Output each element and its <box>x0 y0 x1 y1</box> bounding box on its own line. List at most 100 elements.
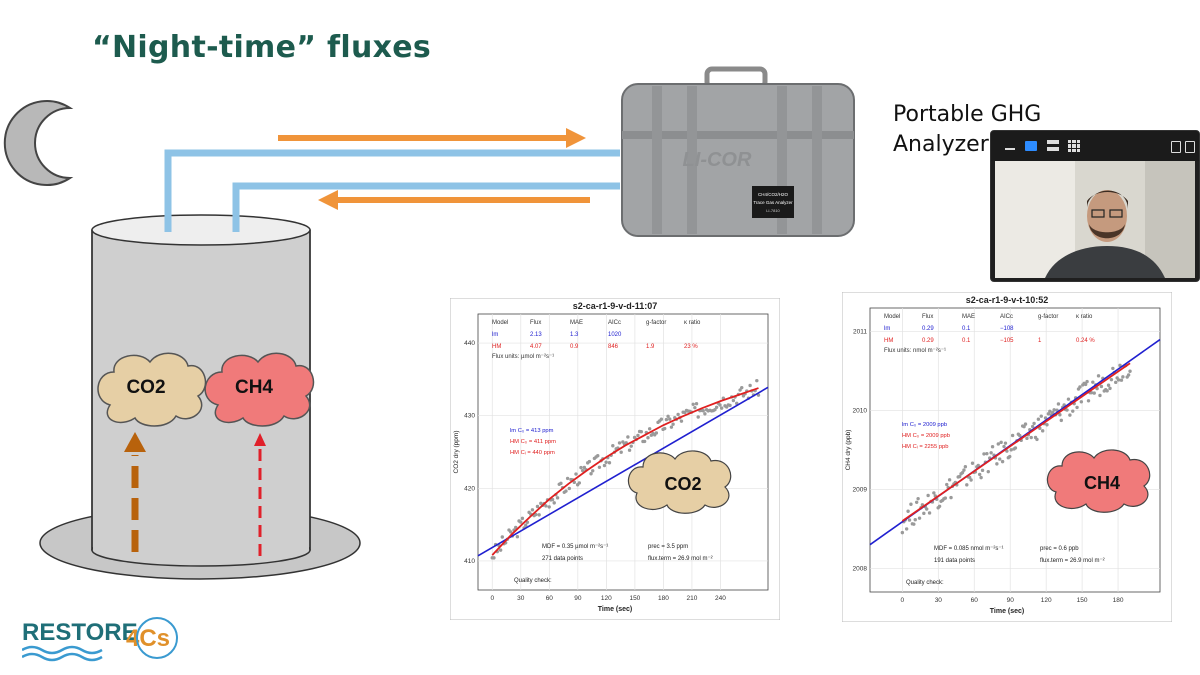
data-point <box>1121 375 1125 379</box>
data-point <box>701 409 705 413</box>
logo-suffix: 4Cs <box>126 625 170 652</box>
table-cell: 1.3 <box>570 332 579 338</box>
data-point <box>1051 411 1055 415</box>
data-point <box>957 474 962 479</box>
data-point <box>912 522 916 526</box>
data-point <box>1118 363 1122 368</box>
table-header-cell: Model <box>492 320 508 326</box>
data-point <box>629 444 633 448</box>
outflow-arrow <box>278 128 586 148</box>
x-tick-label: 180 <box>1113 597 1124 604</box>
x-tick-label: 60 <box>971 597 979 604</box>
data-point <box>579 465 583 470</box>
video-call-window[interactable] <box>990 130 1200 282</box>
quality-check-text: Quality check: <box>906 580 944 586</box>
data-point <box>537 513 541 517</box>
data-point <box>1048 409 1052 413</box>
data-points-text: 271 data points <box>542 556 583 562</box>
data-point <box>611 444 615 448</box>
data-point <box>544 504 548 508</box>
data-point <box>924 507 929 511</box>
data-point <box>639 430 643 434</box>
data-point <box>755 378 759 383</box>
data-point <box>1000 459 1005 464</box>
table-cell: 0.1 <box>962 338 971 344</box>
co2-emission-arrow <box>124 432 146 552</box>
flux-units: Flux units: nmol m⁻²s⁻¹ <box>884 348 946 354</box>
data-point <box>1002 444 1006 449</box>
data-point <box>904 527 909 531</box>
data-point <box>1065 408 1069 412</box>
table-cell: −105 <box>1000 338 1014 344</box>
table-cell: lm <box>884 326 890 332</box>
data-point <box>1025 436 1029 441</box>
table-cell: 4.07 <box>530 344 542 350</box>
data-point <box>1005 449 1009 453</box>
data-point <box>945 482 949 487</box>
table-cell: 0.29 <box>922 338 934 344</box>
table-header-cell: Flux <box>530 320 541 326</box>
data-point <box>646 436 650 440</box>
data-points-text: 191 data points <box>934 558 975 564</box>
table-header-cell: κ ratio <box>684 320 701 326</box>
minimize-icon[interactable] <box>1005 148 1015 150</box>
gallery-view-icon[interactable] <box>1068 140 1080 152</box>
mdf-text: MDF = 0.35 µmol m⁻²s⁻¹ <box>542 544 608 550</box>
data-point <box>1086 399 1091 403</box>
hm-fit-line <box>491 387 759 556</box>
table-cell: HM <box>884 338 893 344</box>
data-point <box>1105 389 1109 393</box>
data-point <box>1126 373 1131 377</box>
data-point <box>1035 437 1039 442</box>
data-point <box>916 496 920 501</box>
data-point <box>998 457 1002 461</box>
data-point <box>989 451 993 455</box>
data-point <box>654 431 659 435</box>
data-point <box>627 448 632 452</box>
table-header-cell: g-factor <box>1038 314 1058 320</box>
analyzer-badge-line3: LI-7810 <box>766 208 780 213</box>
y-tick-label: 2011 <box>853 329 867 336</box>
more-icon[interactable] <box>1171 141 1181 153</box>
table-header-cell: Model <box>884 314 900 320</box>
data-point <box>666 414 670 419</box>
table-cell: 0.29 <box>922 326 934 332</box>
data-point <box>1083 382 1088 387</box>
data-point <box>960 470 965 475</box>
data-point <box>990 445 995 449</box>
side-by-side-icon[interactable] <box>1047 140 1059 152</box>
data-point <box>1059 418 1064 423</box>
data-point <box>636 433 640 438</box>
y-tick-label: 420 <box>464 485 475 492</box>
data-point <box>927 511 932 515</box>
prec-text: prec = 0.6 ppb <box>1040 546 1079 552</box>
outlet-tube <box>164 149 620 232</box>
data-point <box>693 405 697 410</box>
data-point <box>917 516 922 520</box>
y-tick-label: 440 <box>464 340 475 347</box>
data-point <box>1003 441 1008 445</box>
data-point <box>671 422 675 426</box>
data-point <box>943 496 948 500</box>
logo-text: RESTORE <box>22 619 138 646</box>
table-cell: 1020 <box>608 332 622 338</box>
mdf-text: MDF = 0.085 nmol m⁻²s⁻¹ <box>934 546 1004 552</box>
ch4-cloud-label: CH4 <box>235 377 273 398</box>
data-point <box>907 518 912 522</box>
data-point <box>748 383 752 388</box>
data-point <box>932 491 936 495</box>
data-point <box>691 402 695 406</box>
data-point <box>977 472 982 477</box>
x-tick-label: 120 <box>1041 597 1052 604</box>
close-icon[interactable] <box>1185 141 1195 153</box>
video-toolbar <box>991 131 1199 161</box>
analyzer-badge-line1: CH4/CO2/H2O <box>758 192 789 197</box>
speaker-view-icon[interactable] <box>1025 141 1037 151</box>
table-header-cell: κ ratio <box>1076 314 1093 320</box>
data-point <box>602 463 607 468</box>
data-point <box>1089 391 1094 395</box>
data-point <box>1111 366 1115 371</box>
data-point <box>1010 433 1015 438</box>
data-point <box>591 469 595 473</box>
